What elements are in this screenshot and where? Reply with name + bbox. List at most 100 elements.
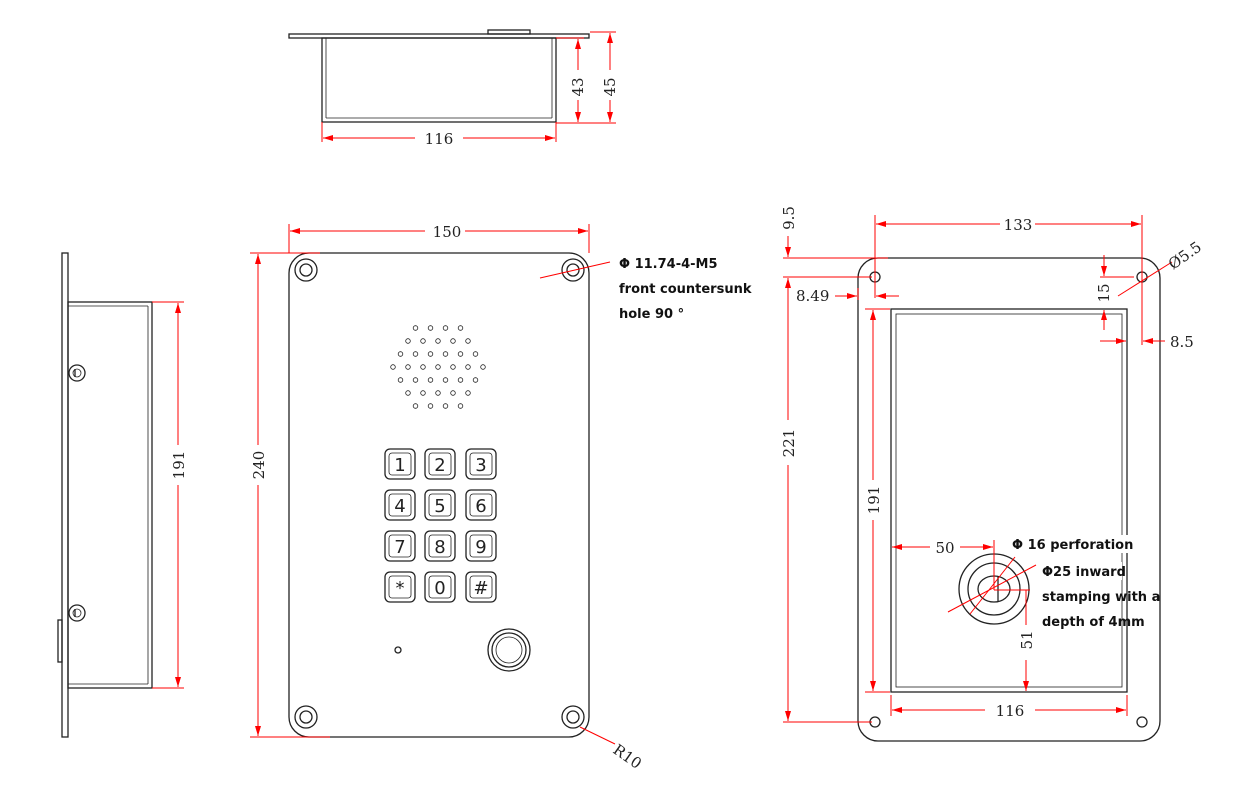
speaker-grille — [390, 325, 486, 409]
speaker-hole — [442, 403, 449, 409]
speaker-hole — [412, 403, 419, 409]
speaker-hole — [412, 351, 419, 357]
top-offset-dim: 9.5 — [780, 206, 798, 230]
hole-diameter-dim: Ø5.5 — [1165, 238, 1205, 273]
key-9: 9 — [465, 530, 497, 562]
countersunk-hole — [294, 258, 318, 282]
speaker-hole — [420, 338, 426, 344]
front-height-dim: 240 — [250, 451, 268, 480]
speaker-hole — [405, 390, 411, 396]
top-height-outer-dim: 45 — [601, 77, 619, 96]
front-view: 1 2 3 4 5 6 7 8 9 * 0 # 150 240 R10 Φ 11.74-4-M5 fr… — [250, 223, 752, 773]
speaker-hole — [397, 377, 404, 383]
left-offset-dim: 8.49 — [796, 287, 829, 305]
stamp-note-line-4: depth of 4mm — [1042, 615, 1145, 630]
speaker-hole — [435, 364, 441, 370]
key-label: * — [396, 578, 405, 599]
speaker-hole — [450, 338, 456, 344]
vertical-spacing-dim: 221 — [780, 429, 798, 458]
stamp-note-line-2: Φ25 inward — [1042, 565, 1126, 580]
key-4: 4 — [384, 489, 416, 521]
front-width-dim: 150 — [433, 223, 462, 241]
speaker-hole — [457, 351, 464, 357]
speaker-hole — [450, 390, 456, 396]
key-2: 2 — [424, 448, 456, 480]
stamp-x-dim: 50 — [935, 539, 954, 557]
key-label: 7 — [394, 537, 405, 558]
speaker-hole — [390, 364, 396, 370]
speaker-hole — [435, 390, 441, 396]
right-offset-dim: 8.5 — [1170, 333, 1194, 351]
speaker-hole — [427, 403, 434, 409]
speaker-hole — [457, 403, 464, 409]
speaker-hole — [465, 390, 471, 396]
stamp-note-line-3: stamping with a — [1042, 590, 1160, 605]
cutout-width-dim: 116 — [996, 702, 1025, 720]
speaker-hole — [472, 351, 479, 357]
countersunk-hole — [561, 705, 585, 729]
cutout-height-dim: 191 — [865, 486, 883, 515]
corner-radius-dim: R10 — [610, 741, 645, 773]
speaker-hole — [405, 338, 411, 344]
countersunk-hole — [294, 705, 318, 729]
speaker-hole — [442, 351, 449, 357]
speaker-hole — [427, 377, 434, 383]
key-label: 6 — [475, 496, 486, 517]
speaker-hole — [450, 364, 456, 370]
screw-icon — [68, 364, 86, 382]
key-label: 1 — [394, 455, 405, 476]
top-height-inner-dim: 43 — [569, 77, 587, 96]
hole-note-line-1: Φ 11.74-4-M5 — [619, 257, 718, 272]
speaker-hole — [435, 338, 441, 344]
key-label: 4 — [394, 496, 405, 517]
speaker-hole — [420, 364, 426, 370]
speaker-hole — [457, 325, 464, 331]
key-label: 5 — [434, 496, 445, 517]
side-view: 191 — [57, 252, 188, 738]
speaker-hole — [465, 364, 471, 370]
key-6: 6 — [465, 489, 497, 521]
key-label: # — [473, 578, 488, 599]
hole-to-cutout-dim: 15 — [1095, 283, 1113, 302]
key-label: 0 — [434, 578, 445, 599]
speaker-hole — [457, 377, 464, 383]
key-7: 7 — [384, 530, 416, 562]
speaker-hole — [412, 377, 419, 383]
key-1: 1 — [384, 448, 416, 480]
stamp-note-line-1: Φ 16 perforation — [1012, 538, 1133, 553]
speaker-hole — [472, 377, 479, 383]
key-label: 3 — [475, 455, 486, 476]
microphone-hole — [394, 646, 402, 654]
key-label: 8 — [434, 537, 445, 558]
stamp-y-dim: 51 — [1018, 630, 1036, 649]
key-5: 5 — [424, 489, 456, 521]
speaker-hole — [420, 390, 426, 396]
top-view: 116 43 45 — [288, 29, 619, 148]
key-3: 3 — [465, 448, 497, 480]
hole-spacing-dim: 133 — [1004, 216, 1033, 234]
screw-icon — [68, 604, 86, 622]
speaker-hole — [397, 351, 404, 357]
hole-note-line-2: front countersunk — [619, 282, 752, 297]
call-button — [487, 628, 531, 672]
side-height-dim: 191 — [170, 451, 188, 480]
back-view: 133 9.5 221 8.49 15 Ø5.5 8.5 191 116 50 — [780, 206, 1205, 742]
speaker-hole — [480, 364, 486, 370]
speaker-hole — [405, 364, 411, 370]
key-label: 2 — [434, 455, 445, 476]
key-0: 0 — [424, 571, 456, 603]
keypad: 1 2 3 4 5 6 7 8 9 * 0 # — [384, 448, 497, 603]
key-label: 9 — [475, 537, 486, 558]
key-#: # — [465, 571, 497, 603]
top-width-dim: 116 — [425, 130, 454, 148]
key-8: 8 — [424, 530, 456, 562]
hole-note-line-3: hole 90 ° — [619, 307, 684, 322]
speaker-hole — [465, 338, 471, 344]
key-*: * — [384, 571, 416, 603]
speaker-hole — [427, 325, 434, 331]
speaker-hole — [427, 351, 434, 357]
countersunk-hole — [561, 258, 585, 282]
speaker-hole — [442, 377, 449, 383]
speaker-hole — [412, 325, 419, 331]
